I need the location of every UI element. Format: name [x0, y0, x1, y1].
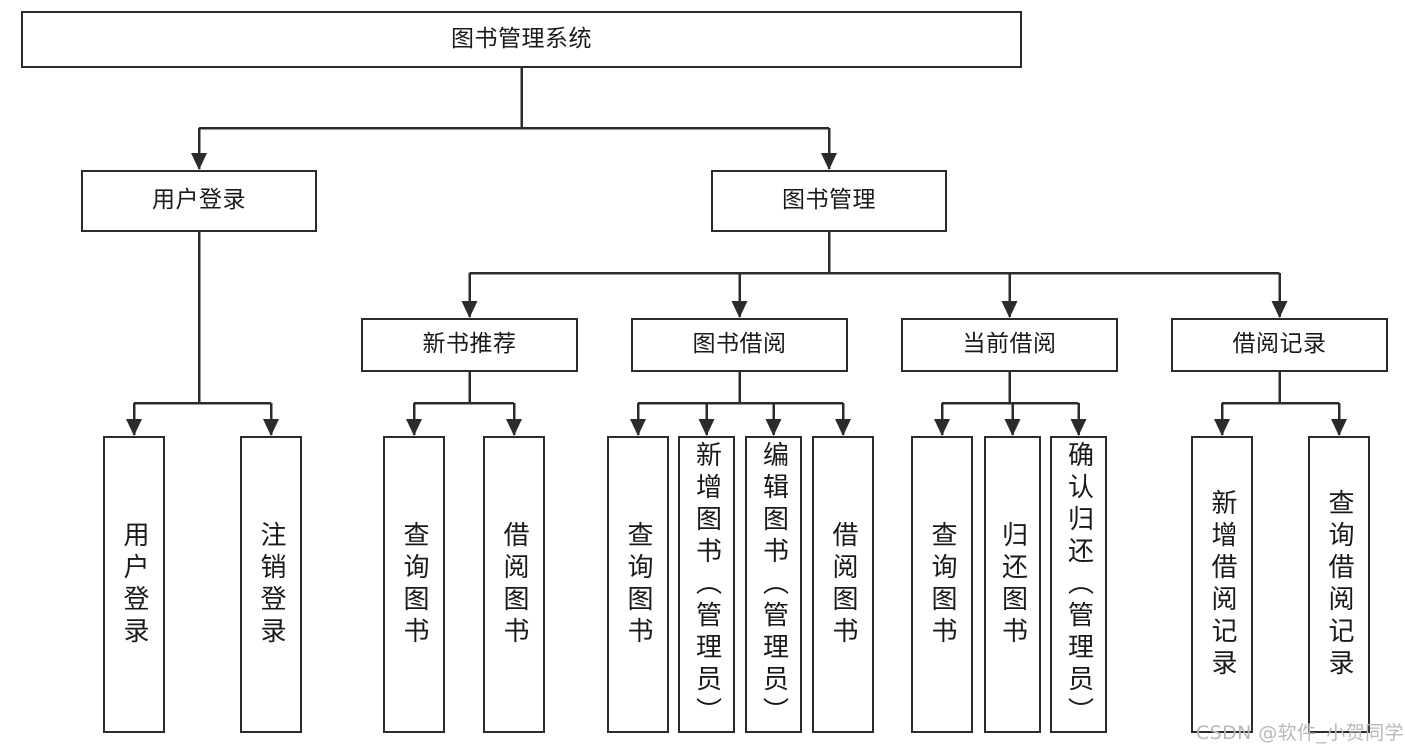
node-leaf-br-add[interactable]: 新增图书（管理员）	[678, 436, 735, 733]
arrowhead	[1331, 419, 1347, 436]
node-label: 新增图书（管理员）	[691, 440, 722, 729]
node-bookmgmt[interactable]: 图书管理	[711, 170, 947, 232]
node-label: 新增借阅记录	[1207, 488, 1237, 681]
arrowhead	[461, 301, 478, 318]
arrowhead	[1004, 419, 1021, 436]
node-leaf-rc-add[interactable]: 新增借阅记录	[1191, 436, 1253, 733]
arrowhead	[731, 301, 748, 318]
node-label: 新书推荐	[422, 331, 517, 358]
arrowhead	[1271, 301, 1288, 318]
node-leaf-br-query[interactable]: 查询图书	[607, 436, 669, 733]
node-label: 当前借阅	[962, 331, 1057, 358]
node-label: 借阅记录	[1232, 331, 1327, 358]
node-recommend[interactable]: 新书推荐	[361, 318, 578, 372]
watermark: CSDN @软件_小贺同学	[1196, 722, 1404, 744]
node-label: 查询图书	[399, 520, 429, 649]
node-leaf-br-edit[interactable]: 编辑图书（管理员）	[745, 436, 802, 733]
arrowhead	[821, 153, 837, 170]
arrowhead	[630, 419, 646, 436]
node-label: 借阅图书	[499, 520, 529, 649]
arrowhead	[934, 419, 950, 436]
node-leaf-rec-borrow[interactable]: 借阅图书	[483, 436, 545, 733]
node-leaf-cur-return[interactable]: 归还图书	[984, 436, 1041, 733]
node-leaf-user-logout[interactable]: 注销登录	[240, 436, 302, 733]
arrowhead	[835, 419, 851, 436]
node-current[interactable]: 当前借阅	[901, 318, 1118, 372]
node-leaf-cur-query[interactable]: 查询图书	[911, 436, 973, 733]
node-root[interactable]: 图书管理系统	[21, 11, 1022, 68]
node-leaf-br-borrow[interactable]: 借阅图书	[812, 436, 874, 733]
node-label: 确认归还（管理员）	[1063, 440, 1094, 729]
node-label: 查询借阅记录	[1324, 488, 1354, 681]
node-label: 用户登录	[119, 520, 149, 649]
node-label: 归还图书	[997, 520, 1028, 649]
node-leaf-user-login[interactable]: 用户登录	[103, 436, 165, 733]
node-borrow[interactable]: 图书借阅	[631, 318, 848, 372]
arrowhead	[1070, 419, 1087, 436]
arrowhead	[126, 419, 142, 436]
node-leaf-rec-query[interactable]: 查询图书	[383, 436, 445, 733]
node-label: 借阅图书	[828, 520, 858, 649]
node-label: 查询图书	[623, 520, 653, 649]
node-label: 编辑图书（管理员）	[758, 440, 789, 729]
node-label: 图书管理系统	[451, 25, 592, 52]
arrowhead	[1214, 419, 1230, 436]
node-records[interactable]: 借阅记录	[1171, 318, 1388, 372]
arrowhead	[698, 419, 715, 436]
node-label: 查询图书	[927, 520, 957, 649]
node-label: 用户登录	[152, 187, 246, 214]
node-login[interactable]: 用户登录	[81, 170, 317, 232]
node-label: 图书管理	[782, 187, 876, 214]
arrowhead	[506, 419, 522, 436]
arrowhead	[263, 419, 279, 436]
arrowhead	[191, 153, 207, 170]
arrowhead	[765, 419, 782, 436]
node-leaf-cur-confirm[interactable]: 确认归还（管理员）	[1050, 436, 1107, 733]
node-leaf-rc-query[interactable]: 查询借阅记录	[1308, 436, 1370, 733]
arrowhead	[1001, 301, 1018, 318]
node-label: 图书借阅	[692, 331, 787, 358]
arrowhead	[406, 419, 422, 436]
node-label: 注销登录	[256, 520, 286, 649]
